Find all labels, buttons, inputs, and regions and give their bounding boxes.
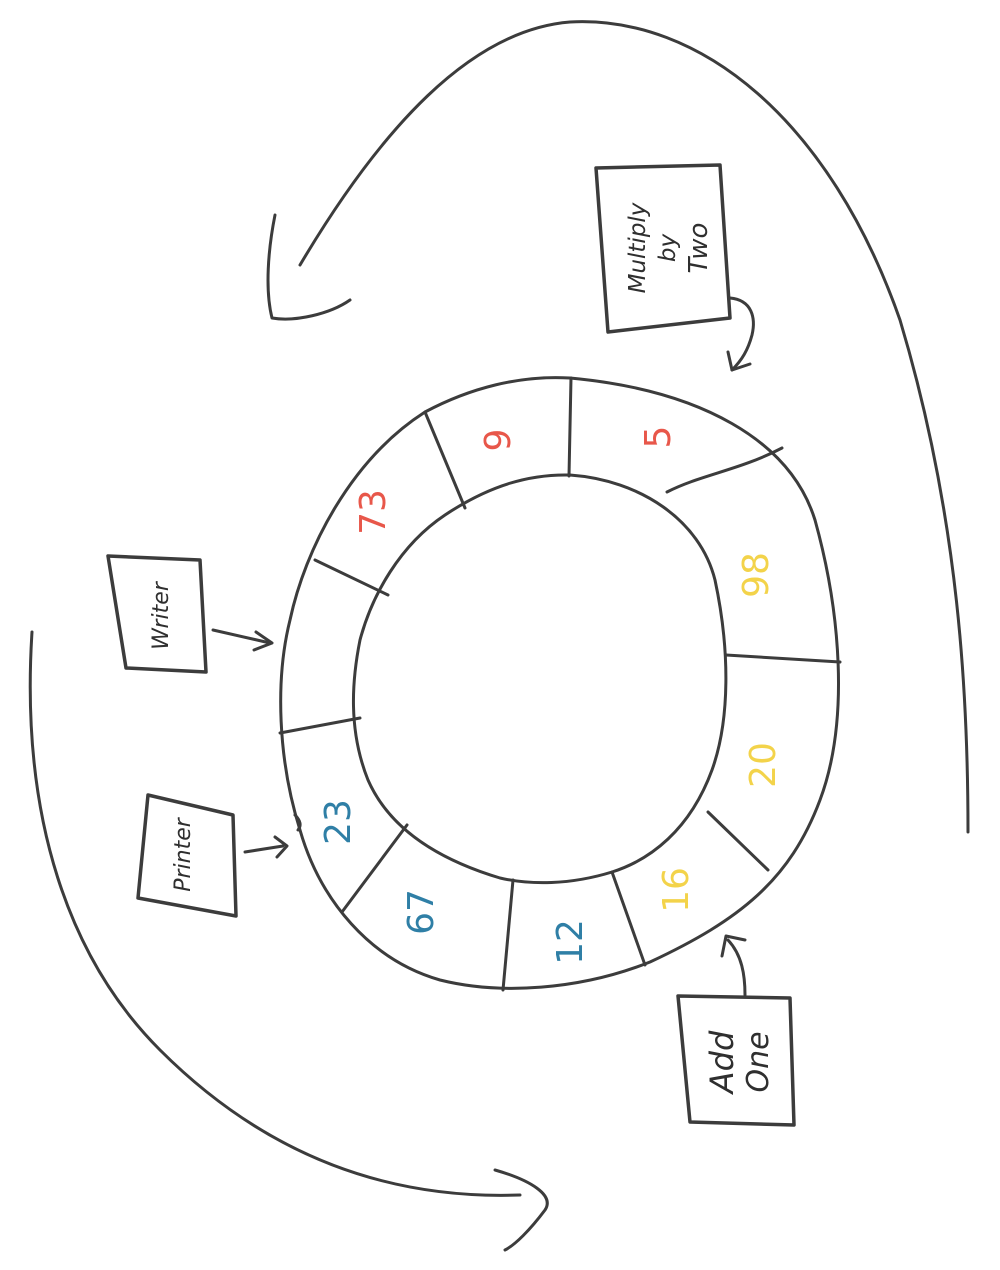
slot-value: 23 <box>318 799 359 845</box>
add-one-line2: One <box>741 1031 776 1092</box>
multiply-arrow <box>728 296 755 372</box>
divider-6 <box>610 870 647 967</box>
writer-label: Writer <box>149 580 174 650</box>
slot-value: 16 <box>656 867 697 913</box>
ring-inner <box>351 473 728 885</box>
ring-outer <box>279 376 840 990</box>
divider-10 <box>313 558 390 597</box>
divider-7 <box>501 878 515 992</box>
add-one-line1: Add <box>703 1030 741 1095</box>
multiply-box-line2: by <box>655 234 681 263</box>
multiply-box-line3: Two <box>684 223 714 274</box>
slot-value: 9 <box>478 429 519 452</box>
writer-box: Writer <box>106 554 274 674</box>
divider-2 <box>567 376 573 478</box>
divider-3 <box>665 446 784 494</box>
divider-5 <box>706 810 770 872</box>
writer-arrow <box>211 628 272 645</box>
top-flow-arrow <box>266 20 970 834</box>
multiply-box-line1: Multiply <box>625 202 651 293</box>
add-one-arrow <box>726 938 747 997</box>
multiply-by-two-box: Multiply by Two <box>594 163 755 372</box>
printer-label: Printer <box>171 816 196 892</box>
divider-4 <box>724 653 842 664</box>
slot-value: 73 <box>353 489 394 535</box>
slot-value: 20 <box>743 742 784 788</box>
slot-labels: 73 9 5 98 20 16 12 67 23 <box>318 426 784 965</box>
divider-8 <box>340 823 409 914</box>
slot-value: 12 <box>550 919 591 965</box>
ring-buffer <box>278 376 842 992</box>
divider-9 <box>278 716 362 735</box>
divider-1 <box>423 410 467 510</box>
bottom-flow-arrow <box>28 630 549 1252</box>
printer-box: Printer <box>136 793 302 918</box>
slot-value: 98 <box>736 552 777 598</box>
printer-arrow <box>243 844 285 854</box>
slot-value: 5 <box>638 426 679 449</box>
slot-value: 67 <box>401 889 442 935</box>
add-one-box: Add One <box>676 934 796 1127</box>
